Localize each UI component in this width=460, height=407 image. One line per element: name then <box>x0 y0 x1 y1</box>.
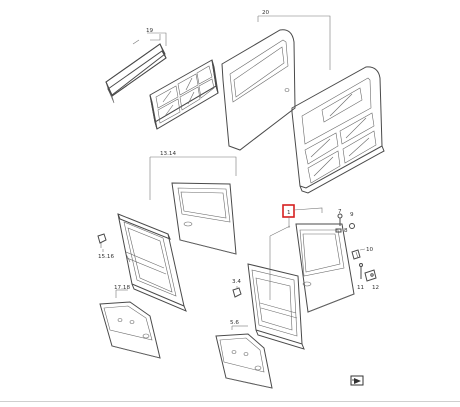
callout-3-4: 3.4 <box>232 279 241 285</box>
callout-10: 10 <box>366 247 374 253</box>
callout-13-14: 13.14 <box>160 151 176 157</box>
part-20-door-frame[interactable] <box>291 66 385 194</box>
callout-11: 11 <box>357 285 365 291</box>
part-8-pin[interactable] <box>335 228 342 233</box>
callout-7: 7 <box>338 209 342 215</box>
bottom-divider <box>0 401 460 402</box>
part-9-washer[interactable] <box>349 223 355 229</box>
part-3-4-door-frame[interactable] <box>247 263 305 350</box>
part-13-14-window-door[interactable] <box>171 182 237 255</box>
part-11-screw[interactable] <box>359 263 363 280</box>
part-left-door-frame[interactable] <box>117 213 187 312</box>
arrow-icon[interactable] <box>350 375 364 386</box>
callout-8: 8 <box>344 228 348 234</box>
part-7-bolt[interactable] <box>337 213 343 226</box>
callout-15-16: 15.16 <box>98 254 114 260</box>
part-17-18-trim-panel[interactable] <box>99 301 161 359</box>
callout-19: 19 <box>146 28 154 34</box>
part-10-bracket[interactable] <box>351 249 361 260</box>
part-19-glass-panel[interactable] <box>105 43 167 104</box>
callout-5-6: 5.6 <box>230 320 239 326</box>
part-15-16-clip[interactable] <box>97 233 107 248</box>
part-1-window-door[interactable] <box>295 223 355 313</box>
callout-1: 1 <box>287 210 291 216</box>
callout-17-18: 17.18 <box>114 285 130 291</box>
part-12-latch[interactable] <box>364 269 377 282</box>
part-5-6-trim-panel[interactable] <box>215 333 273 389</box>
callout-20: 20 <box>262 10 270 16</box>
part-19-window-frame[interactable] <box>149 59 219 130</box>
callout-1-highlight[interactable] <box>282 204 295 218</box>
callout-12: 12 <box>372 285 379 291</box>
part-3-4-clip[interactable] <box>232 287 242 298</box>
part-20-door-skin[interactable] <box>221 29 296 151</box>
callout-9: 9 <box>350 212 354 218</box>
